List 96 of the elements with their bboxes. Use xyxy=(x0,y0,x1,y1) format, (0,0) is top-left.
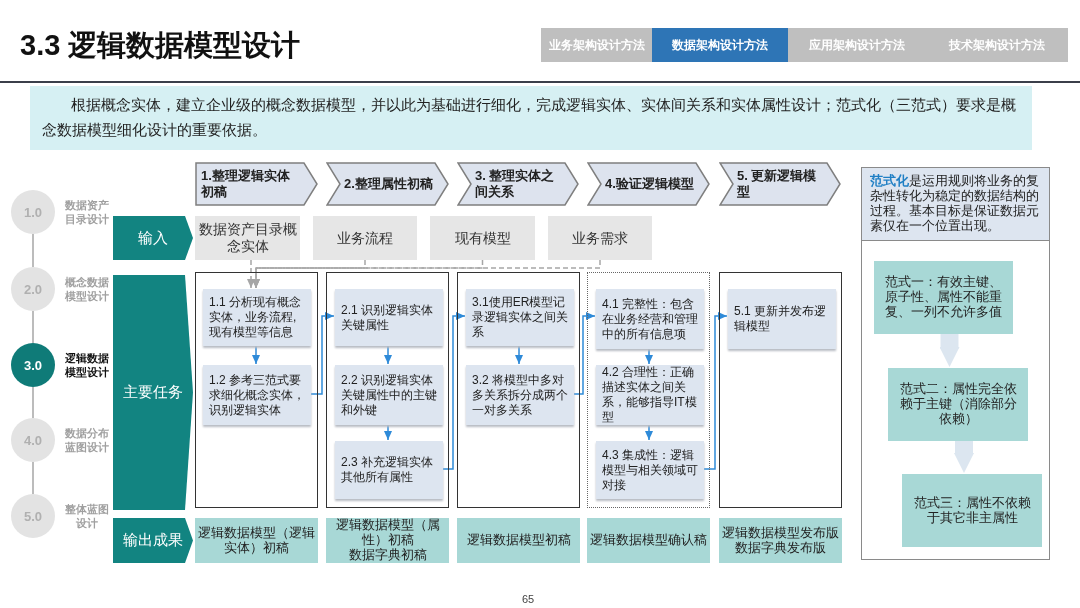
row-header-tab xyxy=(113,518,193,563)
row-header-tab xyxy=(113,275,193,510)
task-text: 4.1 完整性：包含在业务经营和管理中的所有信息项 xyxy=(602,296,698,342)
arrow xyxy=(252,259,601,289)
output-box xyxy=(587,518,710,563)
step-banner xyxy=(326,162,449,206)
step-title: 1.整理逻辑实体初稿 xyxy=(200,168,291,200)
nav-tab: 业务架构设计方法 xyxy=(541,28,652,62)
normal-form-box xyxy=(888,368,1028,441)
output-text: 逻辑数据模型初稿 xyxy=(465,533,572,548)
normal-form-text: 范式一：有效主键、原子性、属性不能重复、一列不允许多值 xyxy=(884,275,1003,320)
step-caption: 数据分布蓝图设计 xyxy=(64,426,110,454)
step-caption: 数据资产目录设计 xyxy=(64,198,110,226)
step-banner xyxy=(457,162,579,206)
normal-form-box xyxy=(874,261,1013,334)
step-title: 3. 整理实体之间关系 xyxy=(474,168,556,200)
normal-form-box xyxy=(902,474,1042,547)
output-text: 逻辑数据模型（属性）初稿 xyxy=(334,518,441,548)
step-caption: 概念数据模型设计 xyxy=(64,275,110,303)
row-label-text: 输出成果 xyxy=(122,531,184,550)
input-box xyxy=(430,216,535,260)
block-arrow xyxy=(939,333,960,367)
definition-text: 范式化是运用规则将业务的复杂性转化为稳定的数据结构的过程。基本目标是保证数据元素仅在一个位置出现。 xyxy=(862,168,1049,241)
nav-tab: 技术架构设计方法 xyxy=(925,28,1068,62)
task-box xyxy=(466,289,574,346)
input-text: 数据资产目录概念实体 xyxy=(197,221,298,255)
arrow xyxy=(247,259,255,289)
step-caption: 逻辑数据模型设计 xyxy=(64,351,110,379)
input-box xyxy=(313,216,417,260)
input-text: 业务需求 xyxy=(571,229,629,247)
task-box xyxy=(466,365,574,425)
row-label-text: 主要任务 xyxy=(122,383,184,402)
page-title: 3.3 逻辑数据模型设计 xyxy=(20,28,301,63)
input-text: 现有模型 xyxy=(453,229,512,247)
input-text: 业务流程 xyxy=(336,229,394,247)
task-column-frame xyxy=(326,272,449,508)
row-label-text: 输入 xyxy=(137,228,169,248)
intro-paragraph: 根据概念实体，建立企业级的概念数据模型，并以此为基础进行细化，完成逻辑实体、实体间关系和实体属性设计；范式化（三范式）要求是概念数据模型细化设计的重要依据。 xyxy=(30,86,1032,150)
block-arrow xyxy=(954,440,974,473)
output-text: 数据字典初稿 xyxy=(347,548,428,563)
step-caption: 整体蓝图设计 xyxy=(64,502,110,530)
normal-form-text: 范式二：属性完全依赖于主键（消除部分依赖） xyxy=(898,382,1018,427)
task-box xyxy=(203,289,311,346)
task-text: 5.1 更新并发布逻辑模型 xyxy=(734,304,827,334)
step-banner xyxy=(719,162,841,206)
step-title: 4.验证逻辑模型 xyxy=(604,176,695,192)
step-circle: 3.0 xyxy=(11,343,55,387)
definition-panel xyxy=(861,167,1050,560)
arrow xyxy=(645,347,653,365)
arrow xyxy=(384,344,392,365)
step-banner xyxy=(587,162,710,206)
output-text: 逻辑数据模型（逻辑实体）初稿 xyxy=(197,525,316,556)
output-text: 数据字典发布版 xyxy=(734,540,827,556)
connector-line xyxy=(32,310,34,344)
task-text: 3.1使用ER模型记录逻辑实体之间关系 xyxy=(472,295,568,340)
step-title: 2.整理属性初稿 xyxy=(343,176,434,192)
task-text: 1.1 分析现有概念实体，业务流程,现有模型等信息 xyxy=(209,295,302,340)
task-box xyxy=(335,289,443,346)
arrow xyxy=(645,423,653,441)
connector-line xyxy=(32,233,34,268)
page-number: 65 xyxy=(520,592,536,607)
arrow xyxy=(384,423,392,441)
task-column-frame xyxy=(195,272,318,508)
task-text: 4.2 合理性：正确描述实体之间关系，能够指导IT模型 xyxy=(602,365,698,425)
task-column-frame xyxy=(457,272,580,508)
connector-line xyxy=(32,461,34,495)
task-text: 2.1 识别逻辑实体关键属性 xyxy=(341,302,434,333)
arrow xyxy=(252,344,260,365)
task-text: 2.3 补充逻辑实体其他所有属性 xyxy=(341,455,434,485)
task-text: 1.2 参考三范式要求细化概念实体，识别逻辑实体 xyxy=(209,372,305,418)
task-text: 4.3 集成性：逻辑模型与相关领域可对接 xyxy=(602,447,698,493)
row-header-tab xyxy=(113,216,193,260)
task-box xyxy=(335,365,443,425)
output-text: 逻辑数据模型确认稿 xyxy=(589,533,708,548)
output-box xyxy=(326,518,449,563)
connector-line xyxy=(32,386,34,419)
task-box xyxy=(596,441,704,499)
task-text: 3.2 将模型中多对多关系拆分成两个一对多关系 xyxy=(472,372,568,418)
normal-form-text: 范式三：属性不依赖于其它非主属性 xyxy=(912,495,1032,526)
output-text: 逻辑数据模型发布版 xyxy=(721,525,840,541)
task-box xyxy=(728,289,836,349)
step-banner xyxy=(195,162,318,206)
task-text: 2.2 识别逻辑实体关键属性中的主键和外键 xyxy=(341,372,437,418)
task-box xyxy=(596,289,704,349)
output-box xyxy=(457,518,580,563)
output-box xyxy=(195,518,318,563)
input-box xyxy=(548,216,652,260)
task-box xyxy=(203,365,311,425)
step-title: 5. 更新逻辑模型 xyxy=(736,168,818,200)
task-column-frame xyxy=(587,272,710,508)
nav-tab: 数据架构设计方法 xyxy=(652,28,788,62)
nav-tab: 应用架构设计方法 xyxy=(788,28,925,62)
output-box xyxy=(719,518,842,563)
arrow xyxy=(515,344,523,365)
task-box xyxy=(335,441,443,499)
task-column-frame xyxy=(719,272,842,508)
